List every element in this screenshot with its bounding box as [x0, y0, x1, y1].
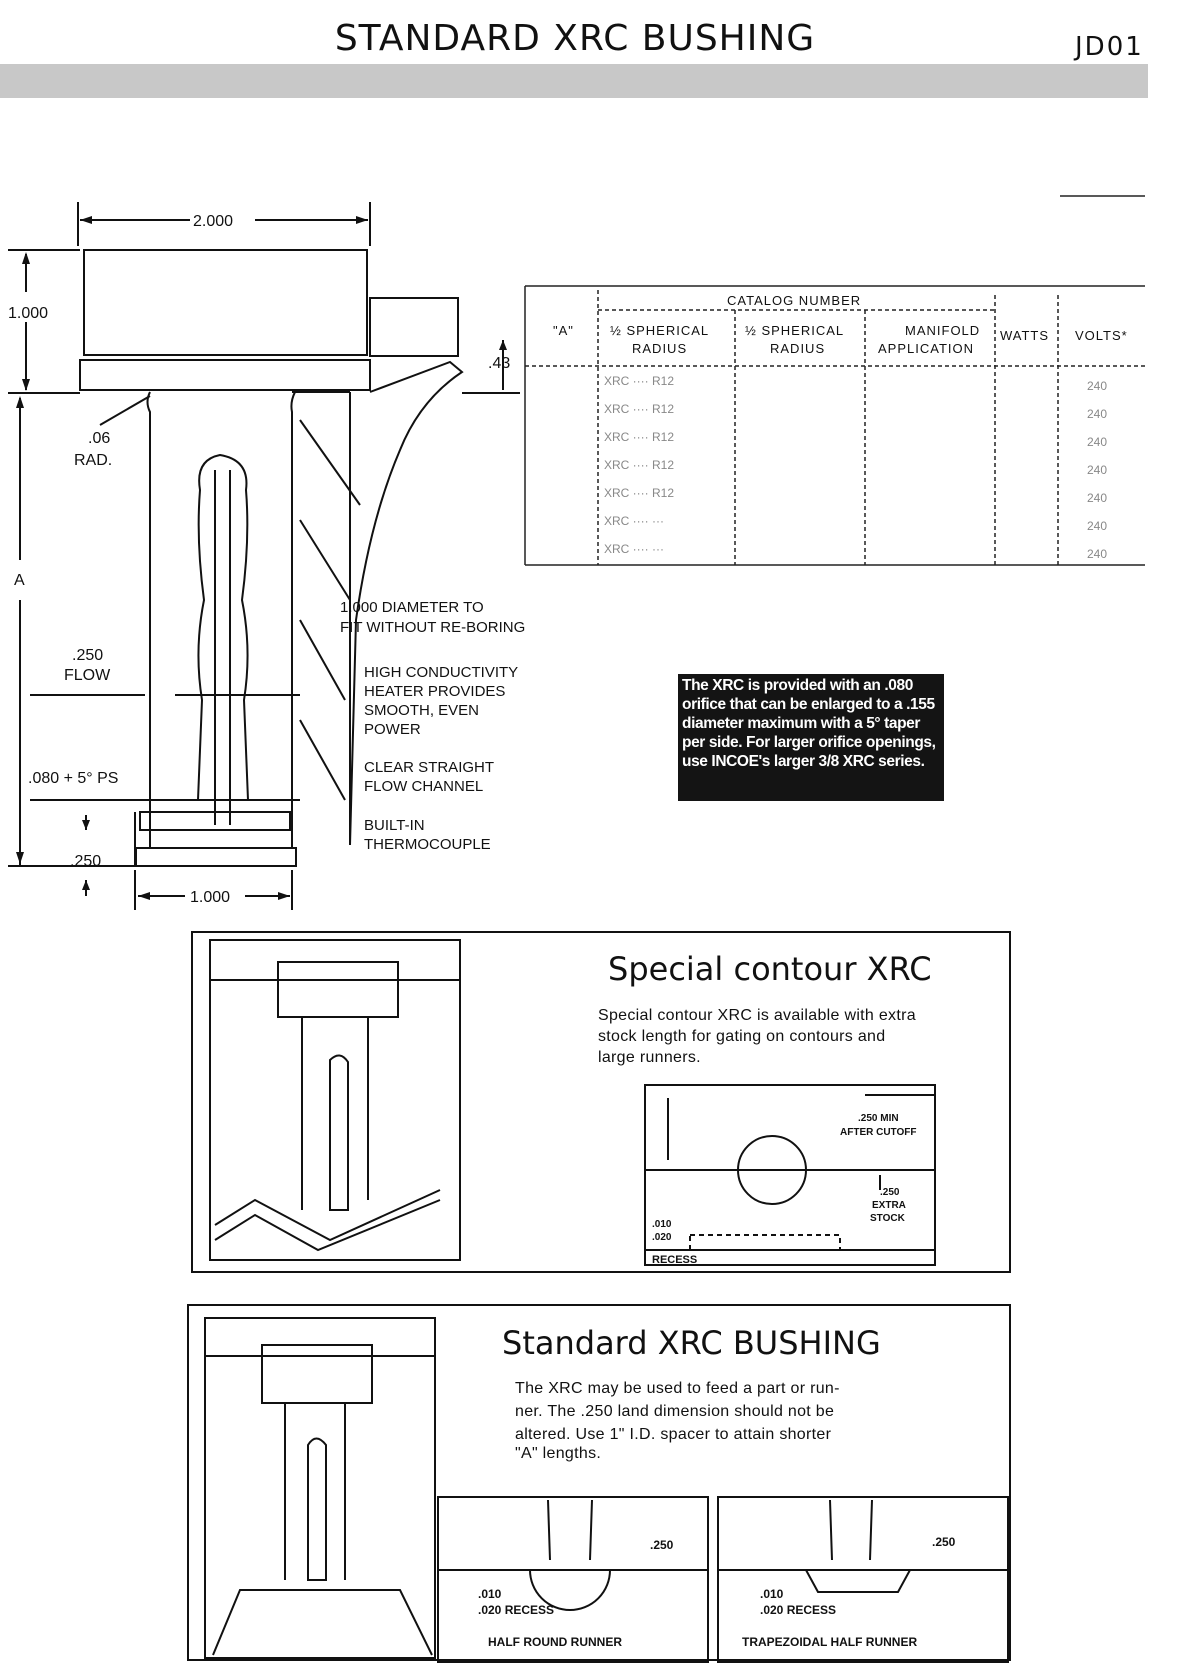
svg-text:240: 240 [1087, 435, 1107, 449]
header-band [0, 64, 1148, 98]
col-a: "A" [553, 323, 574, 338]
callout-thermo-1: BUILT-IN [364, 817, 425, 834]
callout-heater-2: HEATER PROVIDES [364, 683, 505, 700]
catalog-group-header: CATALOG NUMBER [727, 293, 861, 308]
page-title: STANDARD XRC BUSHING [334, 18, 816, 59]
col-spherical-1-line2: RADIUS [632, 341, 687, 356]
svg-text:240: 240 [1087, 379, 1107, 393]
dim-43: .43 [488, 355, 510, 372]
trapezoid-dim: .250 [932, 1535, 956, 1549]
svg-text:XRC ···· R12: XRC ···· R12 [604, 374, 674, 388]
flow-label-1: .250 [72, 647, 103, 664]
col-volts: VOLTS* [1075, 328, 1128, 343]
dim-height: 1.000 [8, 305, 48, 322]
trapezoid-recess-2: .020 RECESS [760, 1603, 836, 1617]
callout-heater-4: POWER [364, 721, 421, 738]
half-round-recess-2: .020 RECESS [478, 1603, 554, 1617]
rad-label-1: .06 [88, 430, 110, 447]
callout-heater-1: HIGH CONDUCTIVITY [364, 664, 518, 681]
callout-channel-1: CLEAR STRAIGHT [364, 759, 494, 776]
special-recess-3: RECESS [652, 1254, 697, 1266]
special-extra-1: .250 [880, 1187, 900, 1198]
special-min-1: .250 MIN [858, 1113, 899, 1124]
col-manifold: MANIFOLD APPLICATION [878, 323, 985, 356]
standard-text-3: altered. Use 1" I.D. spacer to attain sh… [515, 1426, 832, 1443]
half-round-recess-1: .010 [478, 1587, 502, 1601]
special-text-2: stock length for gating on contours and [598, 1028, 885, 1045]
svg-text:XRC ···· ···: XRC ···· ··· [604, 514, 664, 528]
col-watts: WATTS [1000, 328, 1049, 343]
special-recess-2: .020 [652, 1232, 672, 1243]
special-title: Special contour XRC [608, 950, 932, 988]
callout-channel-2: FLOW CHANNEL [364, 778, 483, 795]
document-code: JD01 [1075, 32, 1144, 62]
half-round-label: HALF ROUND RUNNER [488, 1635, 622, 1649]
svg-text:240: 240 [1087, 547, 1107, 561]
special-recess-1: .010 [652, 1219, 672, 1230]
dim-top: 2.000 [193, 213, 233, 230]
rad-label-2: RAD. [74, 452, 112, 469]
svg-text:XRC ···· R12: XRC ···· R12 [604, 402, 674, 416]
half-round-dim: .250 [650, 1538, 674, 1552]
orifice-label: .080 + 5° PS [28, 770, 118, 787]
callout-heater-3: SMOOTH, EVEN [364, 702, 479, 719]
flow-label-2: FLOW [64, 667, 111, 684]
dim-bottom: 1.000 [190, 889, 230, 906]
land-label: .250 [70, 853, 101, 870]
trapezoid-label: TRAPEZOIDAL HALF RUNNER [742, 1635, 917, 1649]
col-spherical-1-line: ½ SPHERICAL [610, 323, 709, 338]
special-text-1: Special contour XRC is available with ex… [598, 1007, 916, 1024]
catalog-rows-faded: XRC ···· R12 XRC ···· R12 XRC ···· R12 X… [604, 374, 1107, 561]
svg-text:XRC ···· R12: XRC ···· R12 [604, 430, 674, 444]
catalog-table [524, 195, 1145, 566]
standard-text-4: "A" lengths. [515, 1445, 601, 1462]
col-spherical-2: ½ SPHERICAL RADIUS [745, 323, 848, 356]
svg-text:240: 240 [1087, 519, 1107, 533]
standard-text-2: ner. The .250 land dimension should not … [515, 1403, 834, 1420]
special-min-2: AFTER CUTOFF [840, 1127, 916, 1138]
orifice-note: The XRC is provided with an .080 orifice… [678, 674, 944, 801]
standard-text-1: The XRC may be used to feed a part or ru… [515, 1380, 840, 1397]
callout-diameter-2: FIT WITHOUT RE-BORING [340, 619, 525, 636]
special-extra-2: EXTRA [872, 1200, 906, 1211]
special-text-3: large runners. [598, 1049, 701, 1066]
special-extra-3: STOCK [870, 1213, 906, 1224]
dim-a: A [14, 572, 25, 589]
svg-text:XRC ···· R12: XRC ···· R12 [604, 458, 674, 472]
svg-text:XRC ···· R12: XRC ···· R12 [604, 486, 674, 500]
callout-diameter-1: 1.000 DIAMETER TO [340, 599, 484, 616]
col-spherical-1: ½ SPHERICAL RADIUS [610, 323, 713, 356]
trapezoid-recess-1: .010 [760, 1587, 784, 1601]
standard-title: Standard XRC BUSHING [502, 1324, 881, 1362]
svg-text:240: 240 [1087, 491, 1107, 505]
svg-text:240: 240 [1087, 463, 1107, 477]
callout-thermo-2: THERMOCOUPLE [364, 836, 491, 853]
svg-text:240: 240 [1087, 407, 1107, 421]
svg-text:XRC ···· ···: XRC ···· ··· [604, 542, 664, 556]
